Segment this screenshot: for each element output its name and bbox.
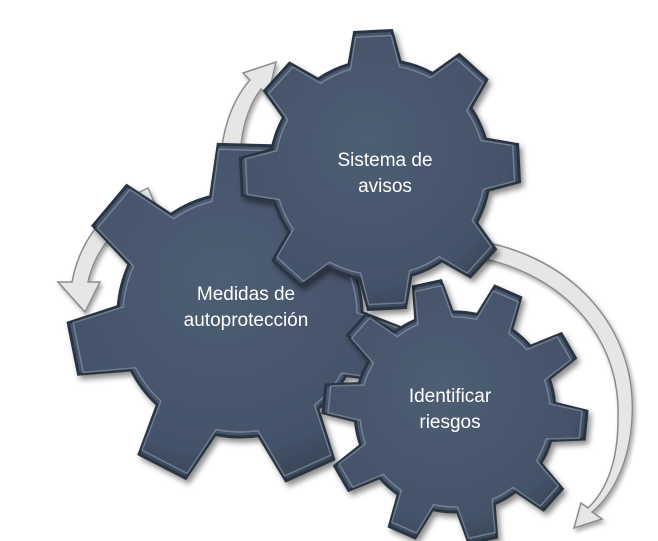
label-identificar-line1: Identificar — [409, 386, 492, 407]
curved-arrow-right — [451, 237, 633, 530]
gear-identificar-riesgos — [321, 279, 589, 541]
label-sistema-line2: avisos — [358, 176, 412, 197]
gear-bevel-highlight — [327, 284, 583, 540]
label-sistema-line1: Sistema de — [337, 150, 432, 171]
curved-arrow-top — [219, 60, 278, 166]
gear-bevel-highlight — [244, 34, 516, 306]
label-medidas-line2: autoprotección — [184, 310, 309, 331]
label-medidas-line1: Medidas de — [197, 284, 295, 305]
gear-body — [238, 28, 522, 312]
gear-body — [321, 279, 589, 541]
label-identificar-line2: riesgos — [419, 412, 480, 433]
gear-sistema-de-avisos — [238, 28, 522, 312]
